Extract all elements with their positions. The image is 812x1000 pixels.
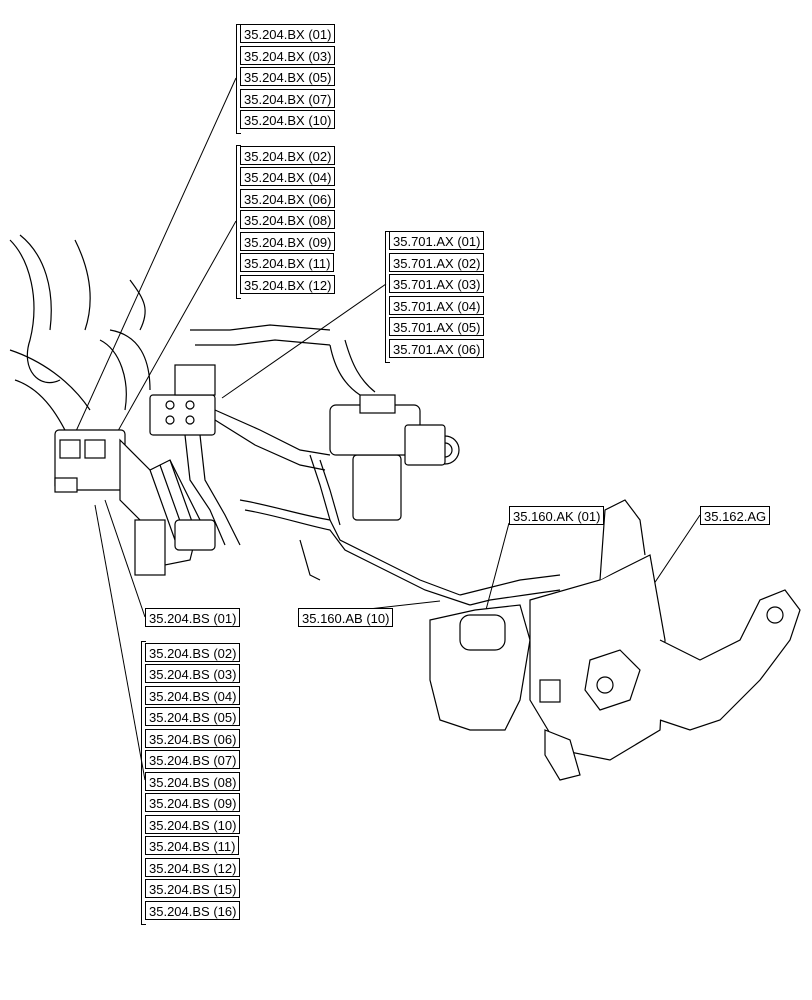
- callout-bx-09[interactable]: 35.204.BX (09): [240, 232, 336, 251]
- callout-ax-03[interactable]: 35.701.AX (03): [389, 274, 485, 293]
- callout-bs-11[interactable]: 35.204.BS (11): [145, 836, 240, 855]
- callout-ax-04[interactable]: 35.701.AX (04): [389, 296, 485, 315]
- callout-ak-01[interactable]: 35.160.AK (01): [509, 506, 605, 525]
- callout-bx-11[interactable]: 35.204.BX (11): [240, 253, 335, 272]
- callout-bs-15[interactable]: 35.204.BS (15): [145, 879, 241, 898]
- callout-ab-10[interactable]: 35.160.AB (10): [298, 608, 394, 627]
- callout-bs-16[interactable]: 35.204.BS (16): [145, 901, 241, 920]
- callout-bx-02[interactable]: 35.204.BX (02): [240, 146, 336, 165]
- rear-remote-valve-cluster: [9, 234, 216, 576]
- callout-bs-08[interactable]: 35.204.BS (08): [145, 772, 241, 791]
- callout-ax-06[interactable]: 35.701.AX (06): [389, 339, 485, 358]
- callout-ag[interactable]: 35.162.AG: [700, 506, 771, 525]
- callout-ax-01[interactable]: 35.701.AX (01): [389, 231, 485, 250]
- hydraulic-pipes: [239, 454, 561, 606]
- front-hitch-frame: [429, 499, 801, 781]
- callout-bx-12[interactable]: 35.204.BX (12): [240, 275, 336, 294]
- ax-bracket: [385, 231, 390, 363]
- callout-bx-03[interactable]: 35.204.BX (03): [240, 46, 336, 65]
- callout-bs-07[interactable]: 35.204.BS (07): [145, 750, 241, 769]
- callout-bs-02[interactable]: 35.204.BS (02): [145, 643, 241, 662]
- center-manifold: [149, 324, 331, 546]
- callout-bs-12[interactable]: 35.204.BS (12): [145, 858, 241, 877]
- callout-bs-05[interactable]: 35.204.BS (05): [145, 707, 241, 726]
- callout-bx-05[interactable]: 35.204.BX (05): [240, 67, 336, 86]
- callout-bs-03[interactable]: 35.204.BS (03): [145, 664, 241, 683]
- callout-bx-04[interactable]: 35.204.BX (04): [240, 167, 336, 186]
- bx-even-bracket: [236, 145, 241, 299]
- bs-bracket: [141, 641, 146, 925]
- callout-ax-02[interactable]: 35.701.AX (02): [389, 253, 485, 272]
- callout-bs-04[interactable]: 35.204.BS (04): [145, 686, 241, 705]
- callout-bs-09[interactable]: 35.204.BS (09): [145, 793, 241, 812]
- callout-bx-08[interactable]: 35.204.BX (08): [240, 210, 336, 229]
- hydraulic-filter: [329, 339, 460, 521]
- callout-bx-10[interactable]: 35.204.BX (10): [240, 110, 336, 129]
- callout-bs-10[interactable]: 35.204.BS (10): [145, 815, 241, 834]
- callout-bx-06[interactable]: 35.204.BX (06): [240, 189, 336, 208]
- callout-bs-06[interactable]: 35.204.BS (06): [145, 729, 241, 748]
- callout-bx-07[interactable]: 35.204.BX (07): [240, 89, 336, 108]
- callout-bx-01[interactable]: 35.204.BX (01): [240, 24, 336, 43]
- bx-odd-bracket: [236, 24, 241, 134]
- callout-ax-05[interactable]: 35.701.AX (05): [389, 317, 485, 336]
- callout-bs-01[interactable]: 35.204.BS (01): [145, 608, 241, 627]
